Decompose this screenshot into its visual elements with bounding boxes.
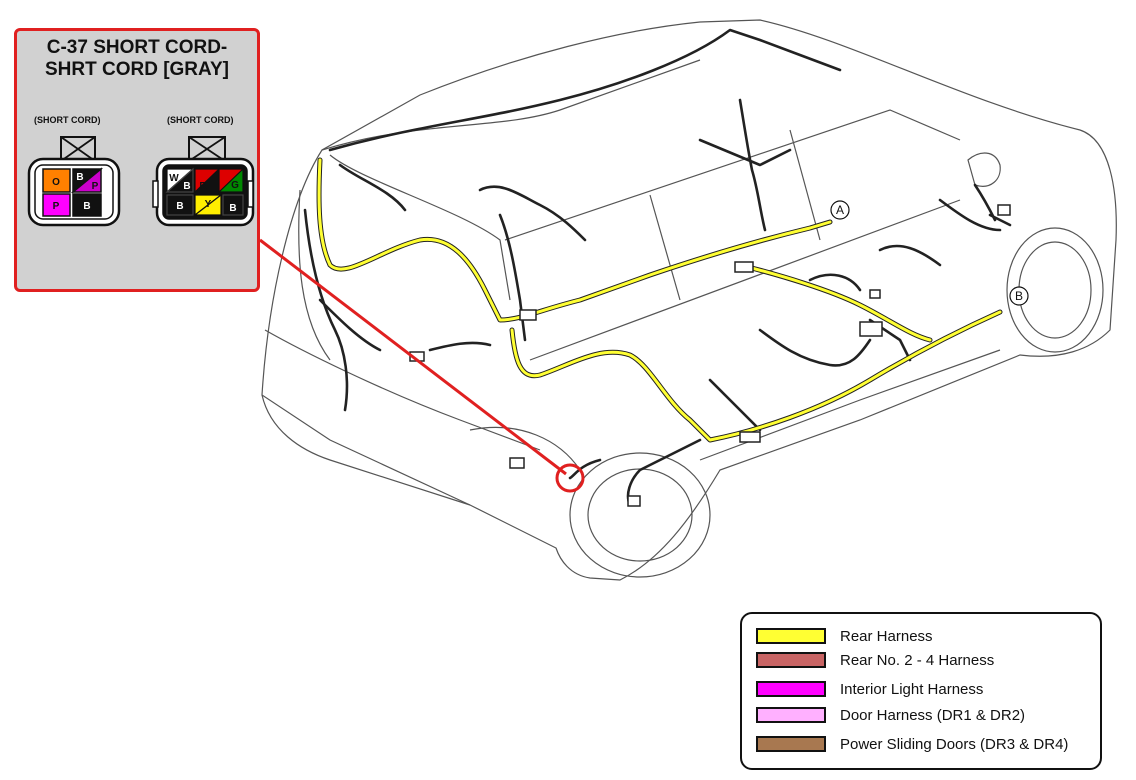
right-pin-5: B bbox=[176, 201, 183, 212]
marker-b: B bbox=[1009, 286, 1029, 306]
left-connector: O B P P B bbox=[27, 136, 121, 227]
legend-swatch bbox=[756, 681, 826, 697]
right-pin-6: Y bbox=[205, 199, 212, 210]
legend-swatch bbox=[756, 628, 826, 644]
connector-faces: O B P P B W B bbox=[27, 136, 255, 227]
marker-a-label: A bbox=[836, 203, 844, 217]
harness-legend: Rear Harness Rear No. 2 - 4 Harness Inte… bbox=[740, 612, 1102, 770]
callout-title-line1: C-37 SHORT CORD- bbox=[46, 37, 228, 58]
legend-label: Rear Harness bbox=[840, 627, 933, 645]
legend-label: Rear No. 2 - 4 Harness bbox=[840, 651, 995, 669]
left-pin-3: P bbox=[92, 181, 99, 192]
legend-item-rear-no2-4-harness: Rear No. 2 - 4 Harness bbox=[756, 650, 994, 670]
connector-highlight-circle bbox=[555, 463, 585, 493]
rear-harness-path bbox=[316, 157, 1003, 443]
legend-item-door-harness: Door Harness (DR1 & DR2) bbox=[756, 705, 1025, 725]
vehicle-body-outline bbox=[261, 19, 1117, 581]
legend-swatch bbox=[756, 736, 826, 752]
callout-leader-line bbox=[259, 238, 567, 476]
left-pin-4: P bbox=[53, 201, 60, 212]
dark-wire-harness bbox=[303, 28, 1012, 507]
legend-item-interior-light-harness: Interior Light Harness bbox=[756, 679, 983, 699]
legend-swatch bbox=[756, 707, 826, 723]
right-pin-1: W bbox=[169, 173, 179, 184]
legend-label: Door Harness (DR1 & DR2) bbox=[840, 706, 1026, 724]
legend-swatch bbox=[756, 652, 826, 668]
legend-item-power-sliding-doors: Power Sliding Doors (DR3 & DR4) bbox=[756, 734, 1068, 754]
left-pin-1: O bbox=[52, 177, 60, 188]
legend-label: Interior Light Harness bbox=[840, 680, 984, 698]
connector-callout: C-37 SHORT CORD- SHRT CORD [GRAY] (SHORT… bbox=[14, 28, 260, 292]
right-connector: W B R G B Y B bbox=[152, 136, 255, 227]
left-pin-2: B bbox=[76, 172, 83, 183]
callout-title-line2: SHRT CORD [GRAY] bbox=[44, 59, 230, 80]
right-pin-3: R bbox=[199, 181, 207, 192]
right-pin-7: B bbox=[229, 203, 236, 214]
marker-b-label: B bbox=[1015, 289, 1023, 303]
right-pin-2: B bbox=[183, 181, 190, 192]
harness-connectors bbox=[409, 204, 1011, 507]
right-connector-label: (SHORT CORD) bbox=[167, 115, 234, 125]
legend-label: Power Sliding Doors (DR3 & DR4) bbox=[840, 735, 1069, 753]
right-pin-4: G bbox=[231, 180, 239, 191]
left-pin-5: B bbox=[83, 201, 90, 212]
legend-item-rear-harness: Rear Harness bbox=[756, 626, 933, 646]
marker-a: A bbox=[830, 200, 850, 220]
left-connector-label: (SHORT CORD) bbox=[34, 115, 101, 125]
callout-title: C-37 SHORT CORD- SHRT CORD [GRAY] bbox=[17, 37, 257, 81]
